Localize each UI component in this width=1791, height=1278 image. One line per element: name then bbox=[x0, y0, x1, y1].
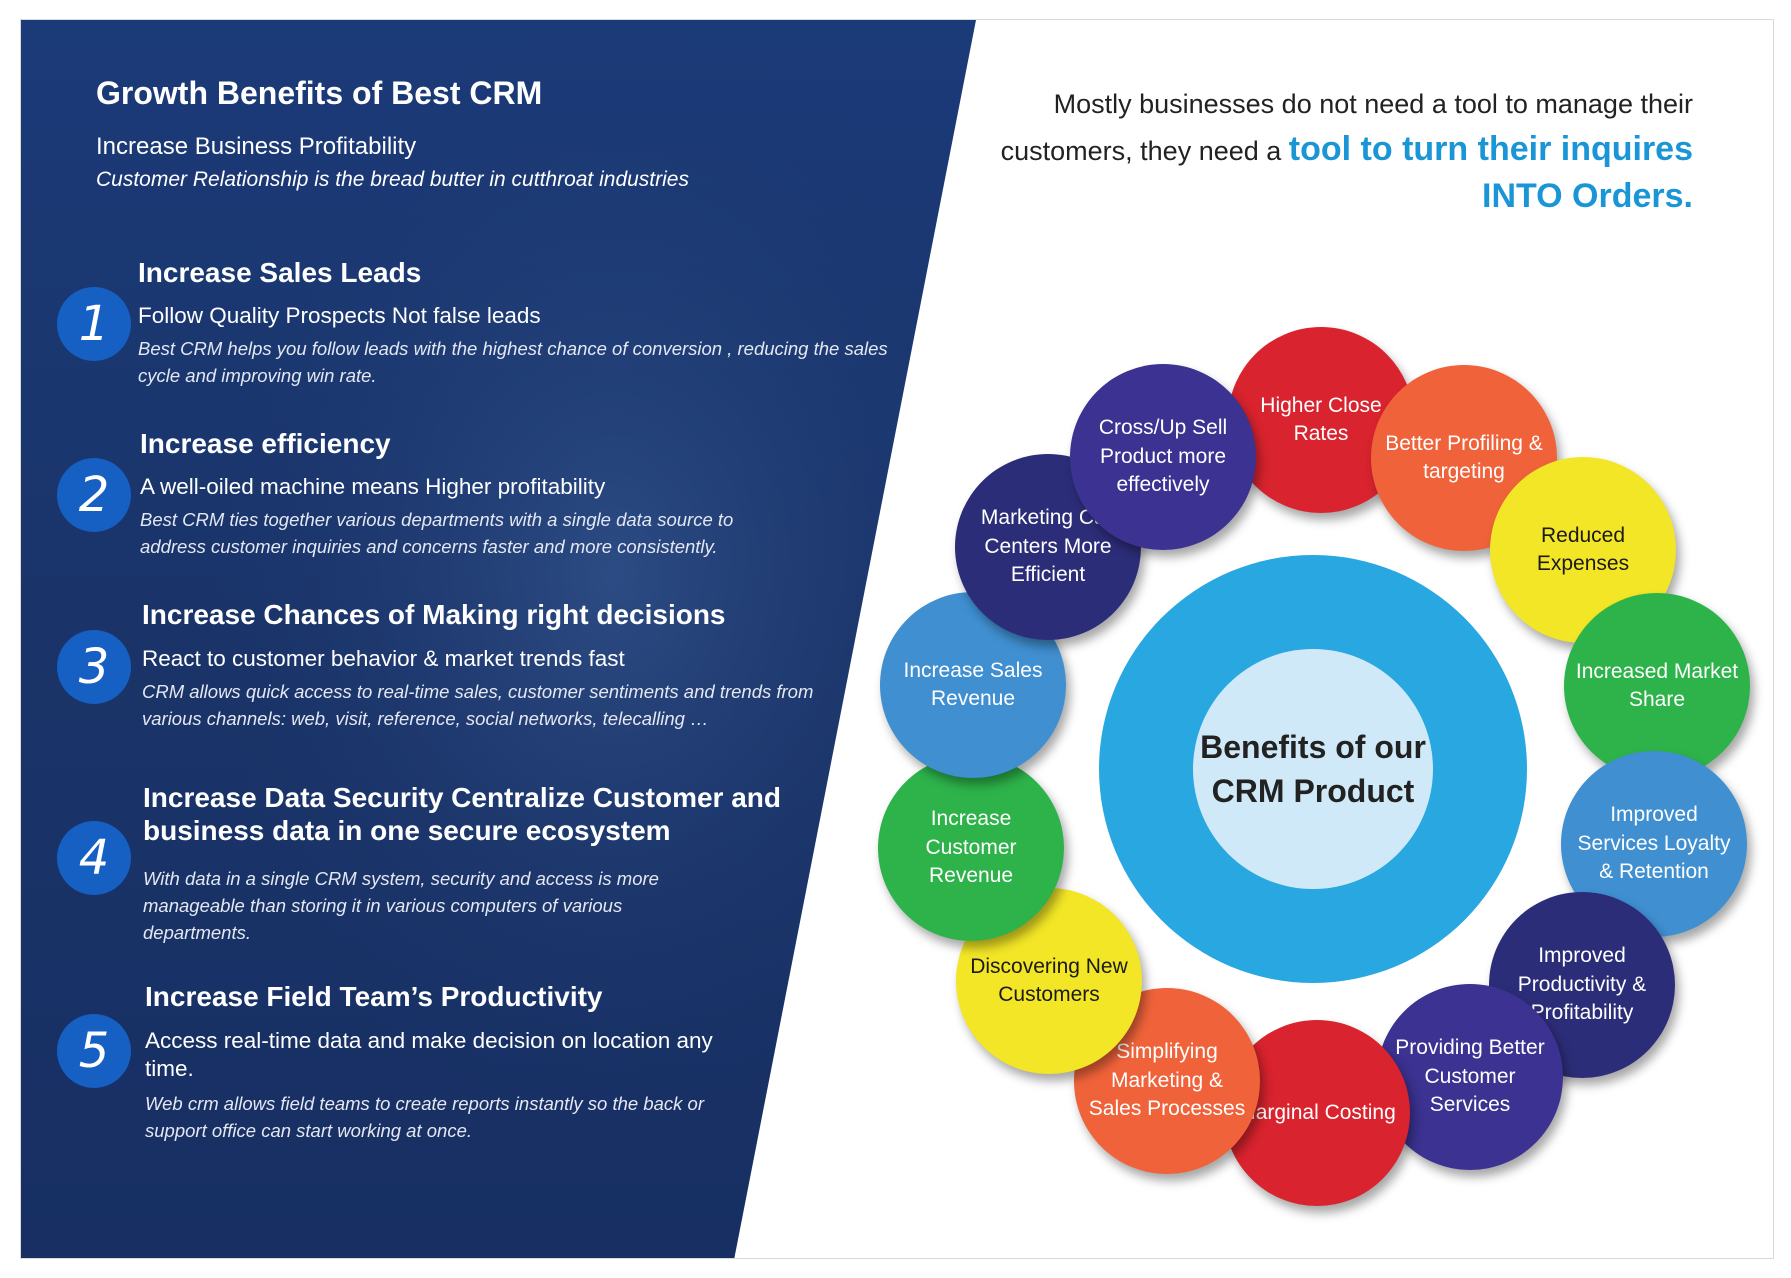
benefit-subtitle: React to customer behavior & market tren… bbox=[142, 646, 625, 671]
page-title: Growth Benefits of Best CRM bbox=[96, 75, 543, 111]
benefit-subtitle: A well-oiled machine means Higher profit… bbox=[140, 474, 606, 499]
benefit-description: Best CRM ties together various departmen… bbox=[140, 509, 734, 557]
number-badge: 5 bbox=[57, 1014, 131, 1088]
intro-highlight: tool to turn their inquires INTO Orders. bbox=[1288, 130, 1693, 215]
intro-text: Mostly businesses do not need a tool to … bbox=[1000, 89, 1693, 166]
benefit-title: Increase Data Security Centralize Custom… bbox=[143, 782, 782, 846]
benefit-subtitle: Follow Quality Prospects Not false leads bbox=[138, 303, 541, 328]
wheel-item: Providing Better Customer Services bbox=[1377, 984, 1563, 1170]
benefit-title: Increase efficiency bbox=[140, 428, 391, 459]
benefit-title: Increase Field Team’s Productivity bbox=[145, 981, 603, 1012]
page-frame: Growth Benefits of Best CRM Increase Bus… bbox=[20, 19, 1774, 1259]
page-subtitle: Increase Business Profitability bbox=[96, 133, 417, 160]
benefit-title: Increase Chances of Making right decisio… bbox=[142, 599, 726, 630]
number-badge: 1 bbox=[57, 287, 131, 361]
left-panel: Growth Benefits of Best CRM Increase Bus… bbox=[21, 20, 961, 1258]
wheel-item: Cross/Up Sell Product more effectively bbox=[1070, 364, 1256, 550]
left-panel-background bbox=[21, 20, 976, 1258]
benefit-description: Web crm allows field teams to create rep… bbox=[145, 1093, 705, 1141]
benefit-title: Increase Sales Leads bbox=[138, 257, 422, 288]
number-badge: 2 bbox=[57, 458, 131, 532]
benefit-description: With data in a single CRM system, securi… bbox=[143, 868, 659, 943]
wheel-item: Improved Productivity & Profitability bbox=[1489, 892, 1675, 1078]
hub-title: Benefits of our CRM Product bbox=[1193, 649, 1433, 889]
wheel-item: Increased Market Share bbox=[1564, 593, 1750, 779]
number-badge: 4 bbox=[57, 821, 131, 895]
page-tagline: Customer Relationship is the bread butte… bbox=[96, 168, 689, 191]
wheel-item: Increase Sales Revenue bbox=[880, 592, 1066, 778]
benefit-description: Best CRM helps you follow leads with the… bbox=[138, 338, 888, 386]
intro-statement: Mostly businesses do not need a tool to … bbox=[933, 82, 1693, 221]
number-badge: 3 bbox=[57, 630, 131, 704]
wheel-item: Increase Customer Revenue bbox=[878, 755, 1064, 941]
benefit-subtitle: Access real-time data and make decision … bbox=[145, 1028, 713, 1081]
benefit-description: CRM allows quick access to real-time sal… bbox=[142, 681, 814, 729]
